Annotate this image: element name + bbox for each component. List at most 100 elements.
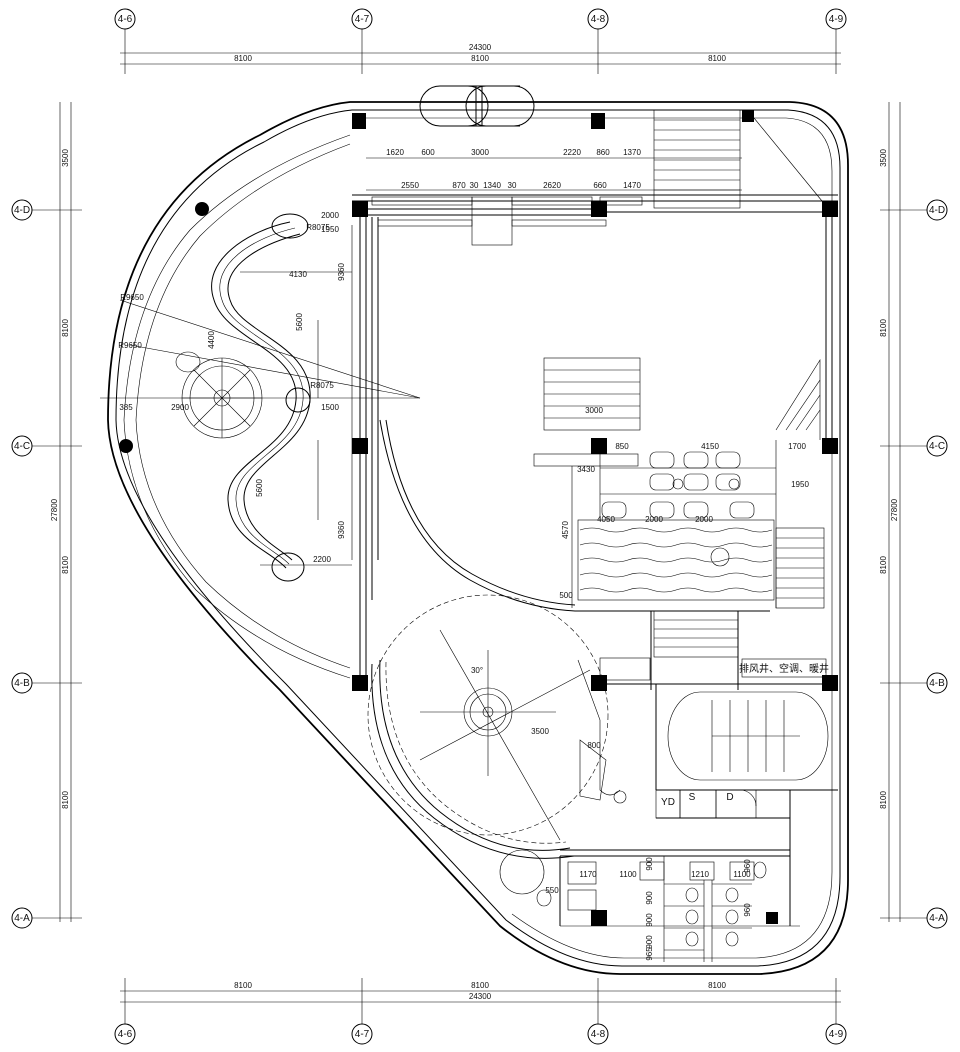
right-dimension-strings: 27800 3500 8100 8100 8100 (879, 102, 901, 922)
dim-seg: 8100 (61, 556, 70, 574)
dim-label: 600 (421, 148, 435, 157)
grid-label: 4-A (14, 913, 30, 924)
dim-label: 1170 (579, 870, 597, 879)
grid-label: 4-C (929, 441, 945, 452)
dim-label: 2000 (695, 515, 713, 524)
dim-seg: 3500 (61, 149, 70, 167)
dim-label: 3000 (585, 406, 603, 415)
dim-label: 960 (743, 859, 752, 873)
dim-label: 2550 (401, 181, 419, 190)
dim-seg: 3500 (879, 149, 888, 167)
dim-label: 4150 (701, 442, 719, 451)
dim-label: 385 (119, 403, 133, 412)
dim-label: 800 (587, 741, 601, 750)
grid-label: 4-6 (118, 14, 133, 25)
structural-columns (119, 110, 838, 926)
dim-seg: 8100 (879, 319, 888, 337)
column-grid-bubbles-top: 4-6 4-7 4-8 4-9 (114, 8, 847, 30)
grid-label: 4-9 (829, 14, 844, 25)
dim-label: 900 (645, 891, 654, 905)
dim-label: 2220 (563, 148, 581, 157)
dim-label: 960 (743, 903, 752, 917)
lower-circular-zone (367, 594, 627, 895)
dim-label: 1620 (386, 148, 404, 157)
room-label-yd: YD (661, 797, 675, 808)
spiral-ramp (211, 213, 311, 582)
dim-label: 2000 (321, 211, 339, 220)
dim-label: 3430 (577, 465, 595, 474)
dim-label: 900 (645, 857, 654, 871)
dim-label: R9650 (120, 293, 144, 302)
dim-label: 900 (645, 913, 654, 927)
grid-label: 4-7 (355, 14, 370, 25)
dim-label: 4130 (289, 270, 307, 279)
dim-bay: 8100 (708, 981, 726, 990)
dim-bay: 8100 (708, 54, 726, 63)
dim-seg: 8100 (879, 556, 888, 574)
dim-label: R8075 (306, 223, 330, 232)
dim-seg: 8100 (61, 791, 70, 809)
room-label-s: S (689, 792, 696, 803)
row-grid-bubbles-left: 4-D 4-C 4-B 4-A (11, 199, 33, 929)
dim-label: 3500 (531, 727, 549, 736)
top-dimension-row-2: 2550 870 30 1340 30 2620 660 1470 (366, 181, 742, 191)
ramp-dimensions: 4130 4400 5600 9360 5600 9360 2200 1500 … (100, 211, 421, 566)
dim-label: 4400 (207, 331, 216, 349)
dim-label: 550 (545, 886, 559, 895)
seating-tables (601, 451, 755, 567)
grid-leader-lines (32, 29, 927, 1024)
dim-label: 900 (645, 935, 654, 949)
dim-label: 1100 (733, 870, 751, 879)
grid-label: 4-C (14, 441, 30, 452)
dim-label: 5600 (255, 479, 264, 497)
dim-label: 850 (615, 442, 629, 451)
dim-label: 4050 (597, 515, 615, 524)
dim-total: 27800 (50, 498, 59, 521)
dim-label: 5600 (295, 313, 304, 331)
dim-label: 1950 (791, 480, 809, 489)
grid-label: 4-D (14, 205, 30, 216)
dim-seg: 8100 (61, 319, 70, 337)
dim-bay: 8100 (234, 54, 252, 63)
grid-label: 4-6 (118, 1029, 133, 1040)
grid-label: 4-9 (829, 1029, 844, 1040)
dim-label: R8075 (310, 381, 334, 390)
grid-label: 4-8 (591, 1029, 606, 1040)
column-grid-bubbles-bottom: 4-6 4-7 4-8 4-9 (114, 1023, 847, 1045)
spiral-stair-upper (175, 351, 263, 439)
dim-label: 2200 (313, 555, 331, 564)
dim-label: 9360 (337, 521, 346, 539)
entrance-revolving-doors (419, 85, 535, 127)
stair-middle (599, 610, 739, 681)
dim-total: 24300 (469, 992, 492, 1001)
grid-label: 4-B (929, 678, 945, 689)
dim-label: 1470 (623, 181, 641, 190)
stage-dimensions: 3000 850 4150 1700 1950 4570 4050 2000 2… (559, 406, 809, 600)
dim-bay: 8100 (234, 981, 252, 990)
lower-dimensions: 3500 30° 800 550 1170 1100 1210 1100 960… (471, 666, 752, 961)
shaft-note-label: 排风井、空调、暖井 (739, 662, 829, 675)
dim-total: 24300 (469, 43, 492, 52)
dim-label: 1950 (321, 225, 339, 234)
dim-label: 965 (645, 947, 654, 961)
dim-label: 4570 (561, 521, 570, 539)
stage-platform (533, 357, 777, 608)
dim-label: 2000 (645, 515, 663, 524)
restroom-fixtures (536, 856, 800, 962)
grid-label: 4-8 (591, 14, 606, 25)
dim-total: 27800 (890, 498, 899, 521)
grid-label: 4-7 (355, 1029, 370, 1040)
row-grid-bubbles-right: 4-D 4-C 4-B 4-A (926, 199, 948, 929)
interior-walls (352, 194, 838, 926)
grid-label: 4-A (929, 913, 945, 924)
room-label-d: D (726, 792, 733, 803)
dim-label: R9650 (118, 341, 142, 350)
dim-label: 660 (593, 181, 607, 190)
bottom-dimension-strings: 8100 8100 8100 24300 (120, 981, 841, 1003)
dim-seg: 8100 (879, 791, 888, 809)
dim-label: 1500 (321, 403, 339, 412)
dim-label: 3000 (471, 148, 489, 157)
grid-label: 4-B (14, 678, 30, 689)
top-dimension-strings: 24300 8100 8100 8100 (120, 43, 841, 65)
